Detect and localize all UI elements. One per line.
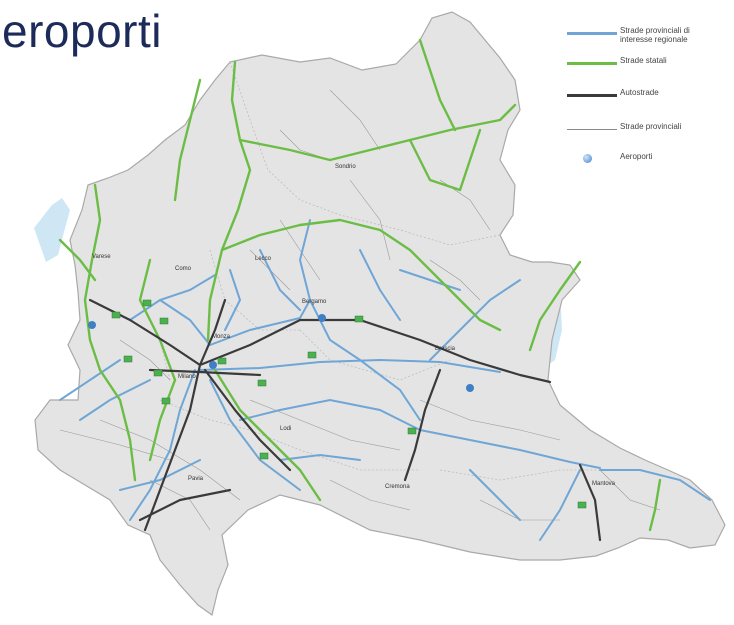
blue-line-icon (567, 32, 617, 35)
airport-montichiari-icon (466, 384, 474, 392)
dark-line-icon (567, 94, 617, 97)
airport-orio-icon (318, 314, 326, 322)
road-marker (307, 351, 317, 359)
green-line-icon (567, 62, 617, 65)
minor-roads (59, 89, 661, 531)
road-marker (577, 501, 587, 509)
road-marker (217, 357, 227, 365)
city-label-lodi: Lodi (280, 426, 291, 432)
airport-malpensa-icon (88, 321, 96, 329)
city-label-como: Como (175, 266, 192, 272)
road-marker (159, 317, 169, 325)
legend-label: Aeroporti (620, 152, 653, 161)
city-label-varese: Varese (92, 254, 111, 260)
city-label-brescia: Brescia (435, 346, 456, 352)
city-label-mantova: Mantova (592, 481, 616, 487)
city-label-pavia: Pavia (188, 476, 204, 482)
legend-item-provincial-roads: Strade provinciali (565, 122, 730, 152)
city-label-monza: Monza (212, 334, 231, 340)
legend-label: Strade provinciali di interesse regional… (620, 26, 690, 44)
legend-label: Strade statali (620, 56, 667, 65)
legend-item-airports: Aeroporti (565, 152, 730, 172)
city-label-cremona: Cremona (385, 484, 410, 490)
road-marker (259, 452, 269, 460)
legend-item-state-roads: Strade statali (565, 56, 730, 88)
road-marker (111, 311, 121, 319)
road-marker (161, 397, 171, 405)
legend-item-regional-roads: Strade provinciali di interesse regional… (565, 26, 730, 56)
road-markers (111, 299, 587, 509)
thin-gray-line-icon (567, 129, 617, 130)
motorways (88, 298, 602, 542)
city-label-sondrio: Sondrio (335, 164, 356, 170)
legend-item-motorways: Autostrade (565, 88, 730, 122)
city-label-lecco: Lecco (255, 256, 272, 262)
region-outline (34, 11, 726, 617)
regional-roads (59, 219, 711, 541)
lake-maggiore (34, 198, 70, 262)
city-labels: Sondrio Varese Como Lecco Bergamo Monza … (92, 164, 616, 490)
road-marker (407, 427, 417, 435)
road-marker (257, 379, 267, 387)
road-marker (153, 369, 163, 377)
road-marker (142, 299, 152, 307)
legend-label: Autostrade (620, 88, 659, 97)
slide-title: eroporti (2, 5, 162, 57)
city-label-milano: Milano (178, 374, 196, 380)
airport-linate-icon (209, 361, 217, 369)
airports (88, 314, 474, 392)
city-label-bergamo: Bergamo (302, 299, 327, 305)
road-marker (123, 355, 133, 363)
map-legend: Strade provinciali di interesse regional… (565, 26, 730, 172)
airport-icon (583, 154, 592, 163)
legend-label: Strade provinciali (620, 122, 682, 131)
road-marker (354, 315, 364, 323)
state-roads (58, 38, 662, 532)
